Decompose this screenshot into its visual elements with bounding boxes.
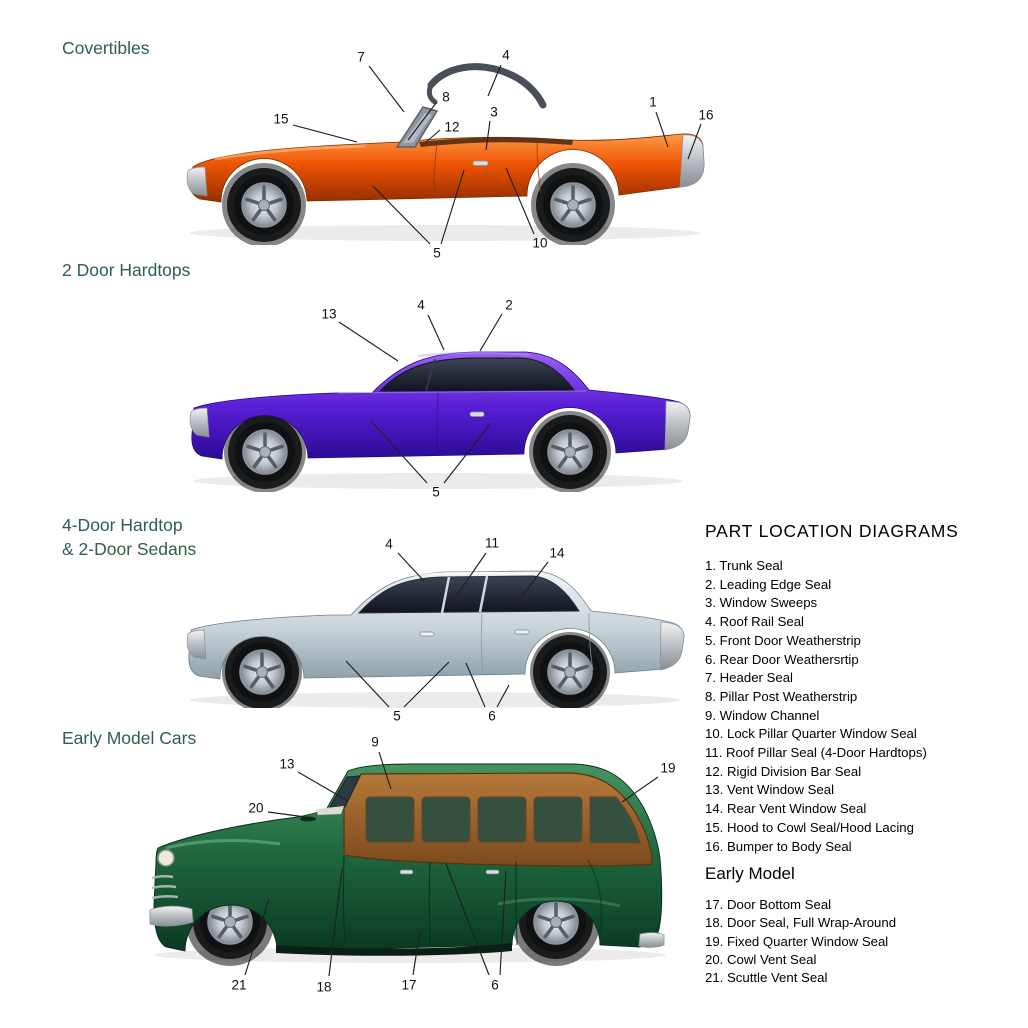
rear-door-handle — [514, 629, 530, 635]
vent-window-divider — [425, 358, 436, 392]
convertible-top-bow — [427, 63, 547, 109]
front-wheel — [223, 633, 301, 708]
fixed-quarter-window — [589, 796, 641, 844]
front-wheel — [225, 166, 303, 244]
grille — [151, 875, 179, 900]
legend-item-6: 6. Rear Door Weathersrtip — [705, 651, 859, 667]
callout-early-9: 9 — [371, 734, 379, 750]
legend-item-21: 21. Scuttle Vent Seal — [705, 970, 828, 986]
legend-item-15: 15. Hood to Cowl Seal/Hood Lacing — [705, 819, 914, 835]
rear-fender-highlight — [497, 897, 621, 908]
callout-hardtop4-11: 11 — [484, 535, 500, 551]
door-seam — [436, 392, 439, 455]
side-window-2 — [421, 796, 471, 843]
rear-bumper — [679, 134, 705, 188]
callout-early-18: 18 — [316, 979, 332, 995]
legend-item-7: 7. Header Seal — [705, 670, 793, 686]
section-title-2-door-hardtops: 2 Door Hardtops — [62, 260, 191, 280]
side-window-3 — [477, 796, 527, 843]
legend-item-13: 13. Vent Window Seal — [705, 782, 835, 798]
legend-item-16: 16. Bumper to Body Seal — [705, 838, 852, 854]
legend-item-10: 10. Lock Pillar Quarter Window Seal — [705, 726, 917, 742]
two-door-hardtop-car-illustration — [189, 351, 691, 492]
roof-highlight — [417, 351, 531, 357]
legend-item-11: 11. Roof Pillar Seal (4-Door Hardtops) — [705, 745, 927, 761]
cowl-trim — [316, 806, 344, 815]
side-window-1 — [365, 796, 415, 843]
legend-item-1: 1. Trunk Seal — [705, 558, 783, 573]
rear-bumper — [638, 932, 665, 948]
legend-item-14: 14. Rear Vent Window Seal — [705, 801, 867, 817]
front-door-handle — [419, 631, 435, 637]
door-glass-divider — [440, 576, 451, 614]
callout-convertible-5: 5 — [433, 245, 441, 261]
front-bumper — [149, 905, 194, 927]
convertible-car-illustration — [186, 63, 705, 245]
callout-hardtop4-5: 5 — [393, 708, 401, 724]
door-seam — [588, 612, 594, 671]
section-title-4-door-hardtop: 4-Door Hardtop & 2-Door Sedans — [62, 515, 197, 559]
legend-item-5: 5. Front Door Weatherstrip — [705, 632, 861, 648]
legend-item-3: 3. Window Sweeps — [705, 595, 818, 611]
early-model-heading: Early Model — [705, 864, 795, 884]
door-seam — [428, 861, 431, 946]
legend-item-19: 19. Fixed Quarter Window Seal — [705, 933, 889, 949]
legend-item-9: 9. Window Channel — [705, 707, 820, 723]
door-handle — [472, 160, 489, 166]
hood-highlight — [214, 144, 366, 161]
door-seam — [515, 861, 518, 946]
legend: PART LOCATION DIAGRAMS 1. Trunk Seal 2. L… — [705, 520, 1005, 987]
legend-title: PART LOCATION DIAGRAMS — [705, 521, 959, 541]
door-seam — [536, 139, 542, 194]
rear-bumper — [659, 621, 685, 671]
door-handle — [469, 411, 485, 417]
callout-early-6: 6 — [491, 977, 499, 993]
section-title-early-model-cars: Early Model Cars — [62, 728, 197, 748]
legend-item-8: 8. Pillar Post Weatherstrip — [705, 688, 858, 704]
callout-hardtop2-13: 13 — [321, 306, 337, 322]
rear-wheel — [531, 413, 609, 491]
rear-wheel — [531, 633, 609, 708]
front-bumper — [186, 166, 208, 197]
legend-item-17: 17. Door Bottom Seal — [705, 897, 832, 913]
door-seam — [433, 142, 438, 196]
front-door-handle — [399, 869, 414, 875]
section-title-convertibles: Covertibles — [62, 38, 150, 58]
legend-list: 1. Trunk Seal 2. Leading Edge Seal 3. Wind… — [705, 557, 1005, 856]
callout-early-21: 21 — [231, 977, 247, 993]
early-model-list: 17. Door Bottom Seal 18. Door Seal, Full … — [705, 896, 1005, 987]
cowl-vent — [300, 816, 316, 822]
front-fender-highlight — [165, 839, 281, 850]
front-wheel — [226, 413, 304, 491]
early-model-car-illustration — [149, 763, 666, 966]
cockpit-interior — [419, 137, 573, 147]
callout-early-17: 17 — [401, 977, 417, 993]
headlight — [157, 849, 175, 867]
four-door-hardtop-car-illustration — [186, 570, 685, 708]
belt-trim — [337, 390, 587, 394]
front-bumper — [189, 407, 210, 438]
side-glass — [357, 575, 580, 614]
legend-item-4: 4. Roof Rail Seal — [705, 614, 804, 630]
legend-item-20: 20. Cowl Vent Seal — [705, 951, 817, 967]
door-seam — [342, 855, 346, 943]
callout-hardtop4-4: 4 — [385, 536, 393, 552]
rear-wheel — [534, 166, 612, 244]
legend-item-2: 2. Leading Edge Seal — [705, 576, 832, 592]
callout-hardtop2-4: 4 — [417, 297, 425, 313]
rear-door-handle — [485, 869, 500, 875]
legend-item-12: 12. Rigid Division Bar Seal — [705, 763, 862, 779]
callout-hardtop4-6: 6 — [488, 708, 496, 724]
callout-hardtop2-2: 2 — [505, 297, 513, 313]
front-bumper — [186, 629, 207, 660]
side-window-4 — [533, 796, 583, 843]
rear-bumper — [664, 400, 691, 451]
legend-item-18: 18. Door Seal, Full Wrap-Around — [705, 915, 897, 931]
tailgate-seam — [587, 859, 603, 933]
convertible-top-bow-hook — [426, 82, 438, 105]
